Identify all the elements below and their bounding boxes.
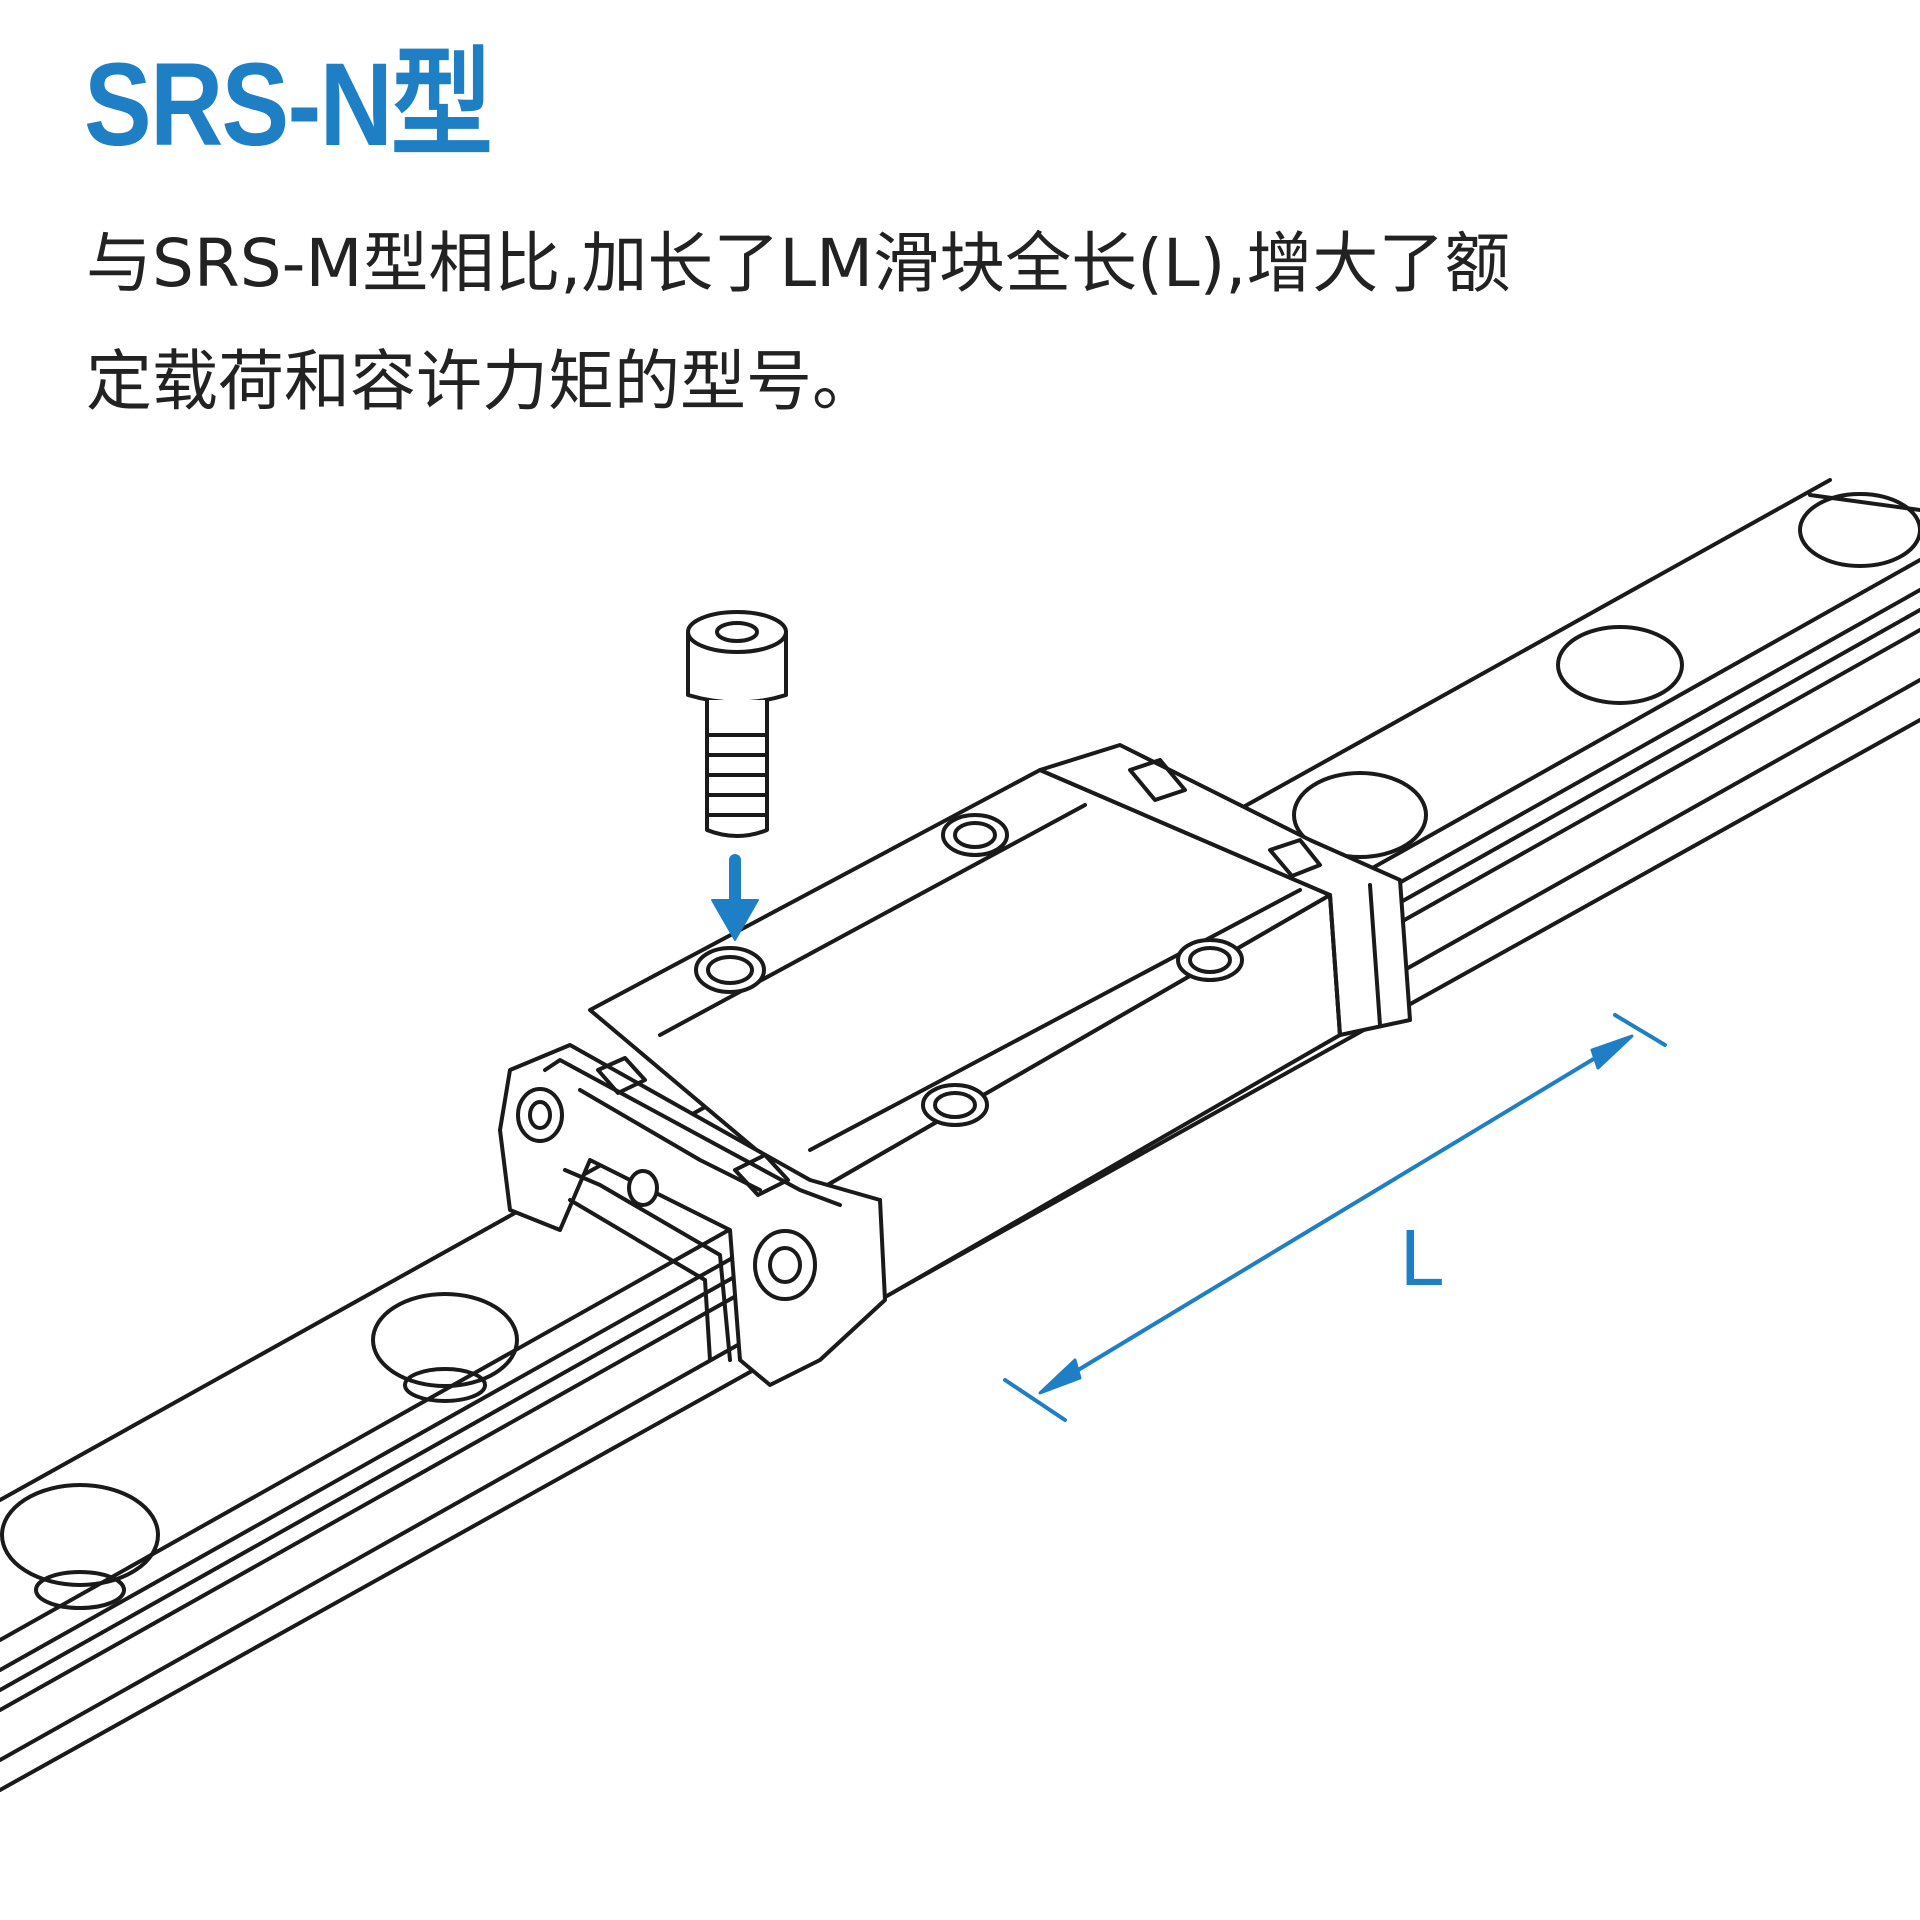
block-tapped-hole	[941, 813, 1009, 857]
grease-nipple-hole	[627, 1169, 659, 1207]
rail-hole	[371, 1292, 519, 1403]
cap-screw-icon	[686, 610, 788, 838]
rail-hole	[1556, 625, 1684, 705]
rail-hole	[0, 1483, 160, 1610]
description-line-1: 与SRS-M型相比,加长了LM滑块全长(L),增大了额	[86, 225, 1511, 302]
page-title: SRS-N型	[84, 39, 493, 171]
down-arrow-icon	[711, 854, 759, 941]
description: 与SRS-M型相比,加长了LM滑块全长(L),增大了额 定载荷和容许力矩的型号。	[86, 205, 1786, 441]
rail-hole	[1798, 492, 1920, 568]
block-tapped-hole	[921, 1083, 989, 1127]
description-line-2: 定载荷和容许力矩的型号。	[86, 343, 878, 420]
lm-block	[498, 743, 1412, 1387]
block-tapped-hole	[694, 946, 766, 994]
block-tapped-hole	[1176, 938, 1244, 982]
end-seal-screw	[516, 1087, 564, 1143]
dimension-label: L	[1400, 1213, 1445, 1302]
rail-hole	[1292, 771, 1428, 859]
end-seal-screw	[753, 1229, 817, 1301]
dimension-line	[1003, 1013, 1667, 1422]
